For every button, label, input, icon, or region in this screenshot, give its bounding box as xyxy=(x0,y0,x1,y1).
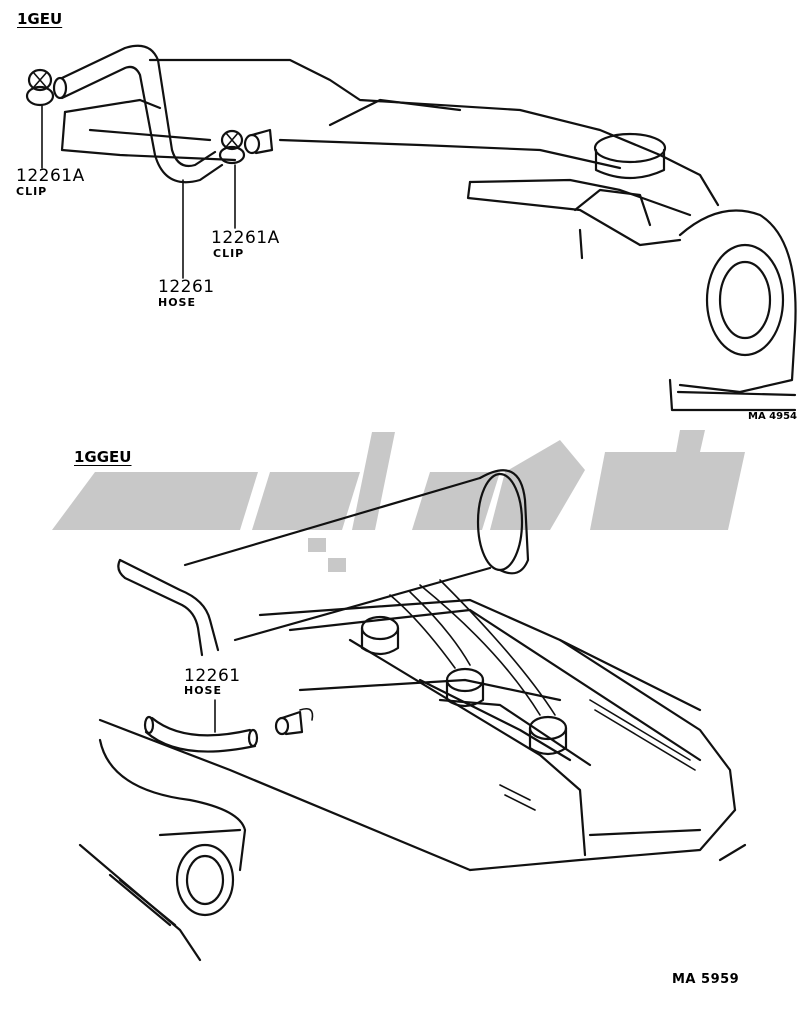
diagram-ref-top: MA 4954 xyxy=(748,411,798,422)
hose-12261-1ggeu xyxy=(143,715,259,753)
hose-12261-1geu xyxy=(52,44,224,184)
part-desc-clip-right: CLIP xyxy=(213,247,245,260)
part-number-clip-right: 12261A xyxy=(211,228,280,248)
watermark-logo xyxy=(52,430,745,572)
part-desc-hose-bottom: HOSE xyxy=(184,684,222,697)
part-number-hose-top: 12261 xyxy=(158,277,215,297)
part-number-clip-left: 12261A xyxy=(16,166,85,186)
engine-1geu-drawing xyxy=(60,58,797,412)
part-desc-clip-left: CLIP xyxy=(16,185,48,198)
section-title-1ggeu: 1GGEU xyxy=(74,448,132,466)
diagram-ref-bottom: MA 5959 xyxy=(672,972,740,987)
clip-12261a-left xyxy=(25,68,55,107)
part-desc-hose-top: HOSE xyxy=(158,296,196,309)
clip-12261a-right xyxy=(218,129,246,165)
section-title-1geu: 1GEU xyxy=(17,10,63,28)
engine-1ggeu-drawing xyxy=(78,469,747,962)
part-number-hose-bottom: 12261 xyxy=(184,666,241,686)
